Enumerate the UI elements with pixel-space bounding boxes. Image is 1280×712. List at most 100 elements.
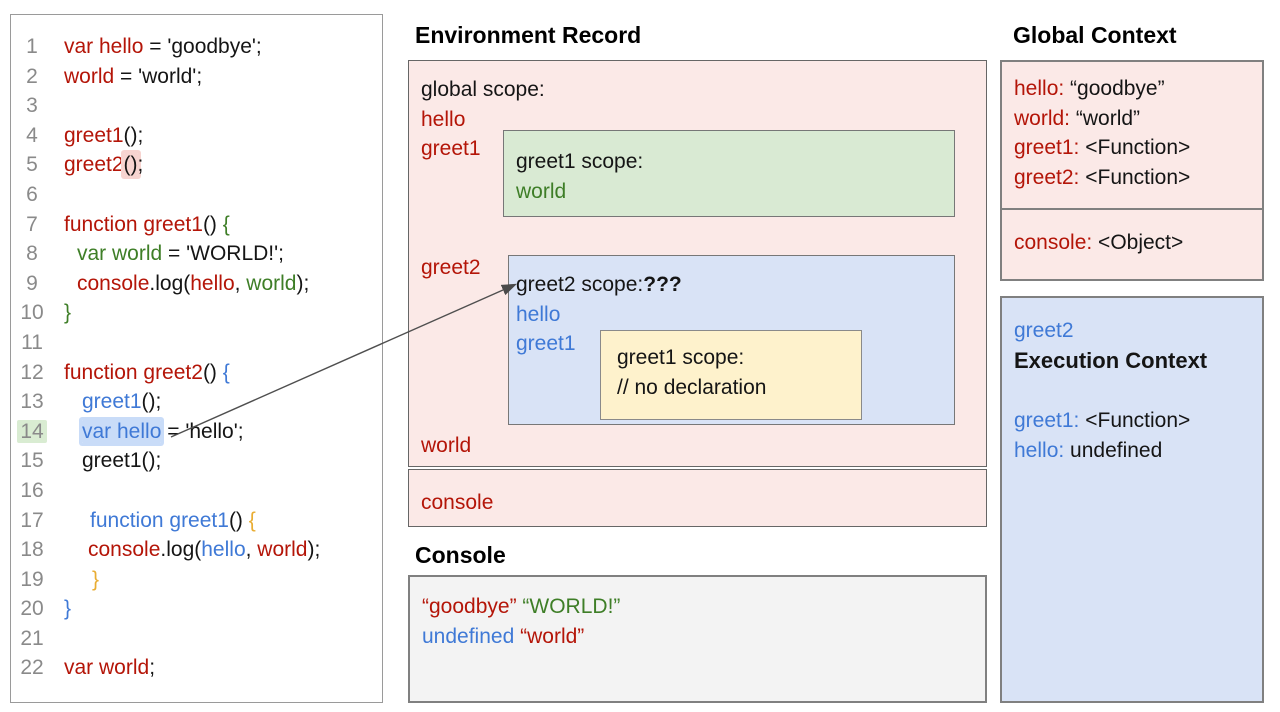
line-number: 17 (20, 508, 44, 532)
line-number: 3 (26, 94, 38, 118)
code-line: 4 greet1(); (11, 121, 382, 151)
text-segment: “WORLD!” (522, 595, 621, 618)
text-segment: console (421, 491, 494, 514)
line-number: 11 (21, 330, 43, 354)
text-line: greet2 (421, 253, 481, 283)
line-number: 22 (20, 656, 44, 680)
text-segment: (); (141, 390, 162, 414)
text-segment: hello (516, 302, 561, 326)
text-line: Execution Context (1014, 346, 1262, 377)
text-segment: var world (77, 242, 163, 266)
text-line: greet1 (516, 329, 954, 359)
text-segment: <Function> (1079, 136, 1191, 160)
code-text (53, 476, 64, 506)
greet1-scope-box: greet1 scope:world (503, 130, 955, 217)
text-segment: { (248, 508, 256, 532)
code-line: 21 (11, 624, 382, 654)
text-segment: (); (123, 123, 144, 147)
text-line: hello: undefined (1014, 436, 1262, 466)
text-segment: } (64, 597, 72, 621)
text-line: global scope: (421, 75, 545, 105)
line-number: 16 (20, 478, 44, 502)
line-number: 7 (26, 212, 38, 236)
text-segment: } (92, 567, 100, 591)
text-segment: , (234, 271, 247, 295)
line-number: 4 (26, 123, 38, 147)
line-number: 13 (20, 390, 44, 414)
text-segment: function greet1 (64, 212, 203, 236)
code-line: 20} (11, 594, 382, 624)
console-scope-box: console (408, 469, 987, 527)
code-text: function greet1() { (53, 210, 230, 240)
line-number: 15 (20, 449, 44, 473)
text-segment: ; (137, 153, 144, 177)
text-segment: greet1 scope: (516, 150, 644, 173)
text-segment: <Function> (1079, 409, 1191, 433)
line-number: 21 (20, 626, 44, 650)
text-line: greet2 scope:??? (516, 270, 954, 300)
text-line: greet1: <Function> (1014, 406, 1262, 436)
text-segment: = 'WORLD!'; (162, 242, 284, 266)
text-segment: ??? (643, 273, 682, 296)
line-number: 18 (20, 538, 44, 562)
code-text: function greet2() { (53, 358, 230, 388)
code-line: 13 greet1(); (11, 387, 382, 417)
text-segment: greet1 (64, 123, 124, 147)
code-text: var world = 'WORLD!'; (53, 239, 284, 269)
line-number: 10 (20, 301, 44, 325)
code-text: world = 'world'; (53, 62, 202, 92)
text-segment: greet2 (64, 153, 124, 177)
text-segment: greet1: (1014, 409, 1080, 433)
text-segment: greet2 scope: (516, 273, 644, 296)
text-line: console (421, 488, 986, 518)
text-segment: hello (190, 271, 235, 295)
text-line: console: <Object> (1014, 228, 1262, 258)
global-context-variables: hello: “goodbye”world: “world”greet1: <F… (1002, 62, 1262, 208)
text-segment: undefined (1064, 438, 1163, 462)
greet1-inner-scope-box: greet1 scope:// no declaration (600, 330, 862, 420)
text-segment: () (202, 212, 223, 236)
code-text: var hello = 'goodbye'; (53, 32, 262, 62)
text-line: greet2 (1014, 316, 1262, 346)
code-text: greet1(); (53, 446, 161, 476)
text-segment: greet2: (1014, 166, 1080, 190)
text-segment: greet1(); (82, 449, 162, 473)
text-line: greet1 (421, 134, 545, 164)
text-segment: “world” (520, 624, 585, 648)
text-segment: greet1 (82, 390, 142, 414)
text-segment: greet2 (1014, 319, 1074, 342)
line-number: 6 (26, 182, 38, 206)
code-text (53, 180, 64, 210)
text-segment: world: (1014, 106, 1071, 130)
text-segment: world (421, 434, 472, 457)
text-segment: = 'goodbye'; (143, 35, 262, 58)
global-context-console: console: <Object> (1002, 208, 1262, 279)
text-segment: world (246, 271, 297, 295)
text-segment: ); (296, 271, 310, 295)
code-text: function greet1() { (53, 506, 256, 536)
code-line: 7 function greet1() { (11, 210, 382, 240)
code-text: greet1(); (53, 121, 143, 151)
text-segment: var hello (64, 35, 144, 58)
text-segment: greet2 (421, 256, 481, 279)
line-number: 20 (20, 597, 44, 621)
text-segment: hello: (1014, 77, 1065, 100)
text-line: greet2: <Function> (1014, 163, 1262, 193)
text-segment: () (228, 508, 249, 532)
text-line: greet1 scope: (516, 147, 954, 177)
text-segment: () (123, 153, 138, 177)
line-number: 5 (26, 153, 38, 177)
text-segment: = 'world'; (114, 64, 203, 88)
text-segment: function greet2 (64, 360, 203, 384)
code-text: greet2(); (53, 150, 143, 180)
text-line: world: “world” (1014, 104, 1262, 134)
text-segment: greet1 scope: (617, 346, 745, 369)
console-title: Console (415, 542, 506, 568)
text-segment: world (257, 538, 308, 562)
